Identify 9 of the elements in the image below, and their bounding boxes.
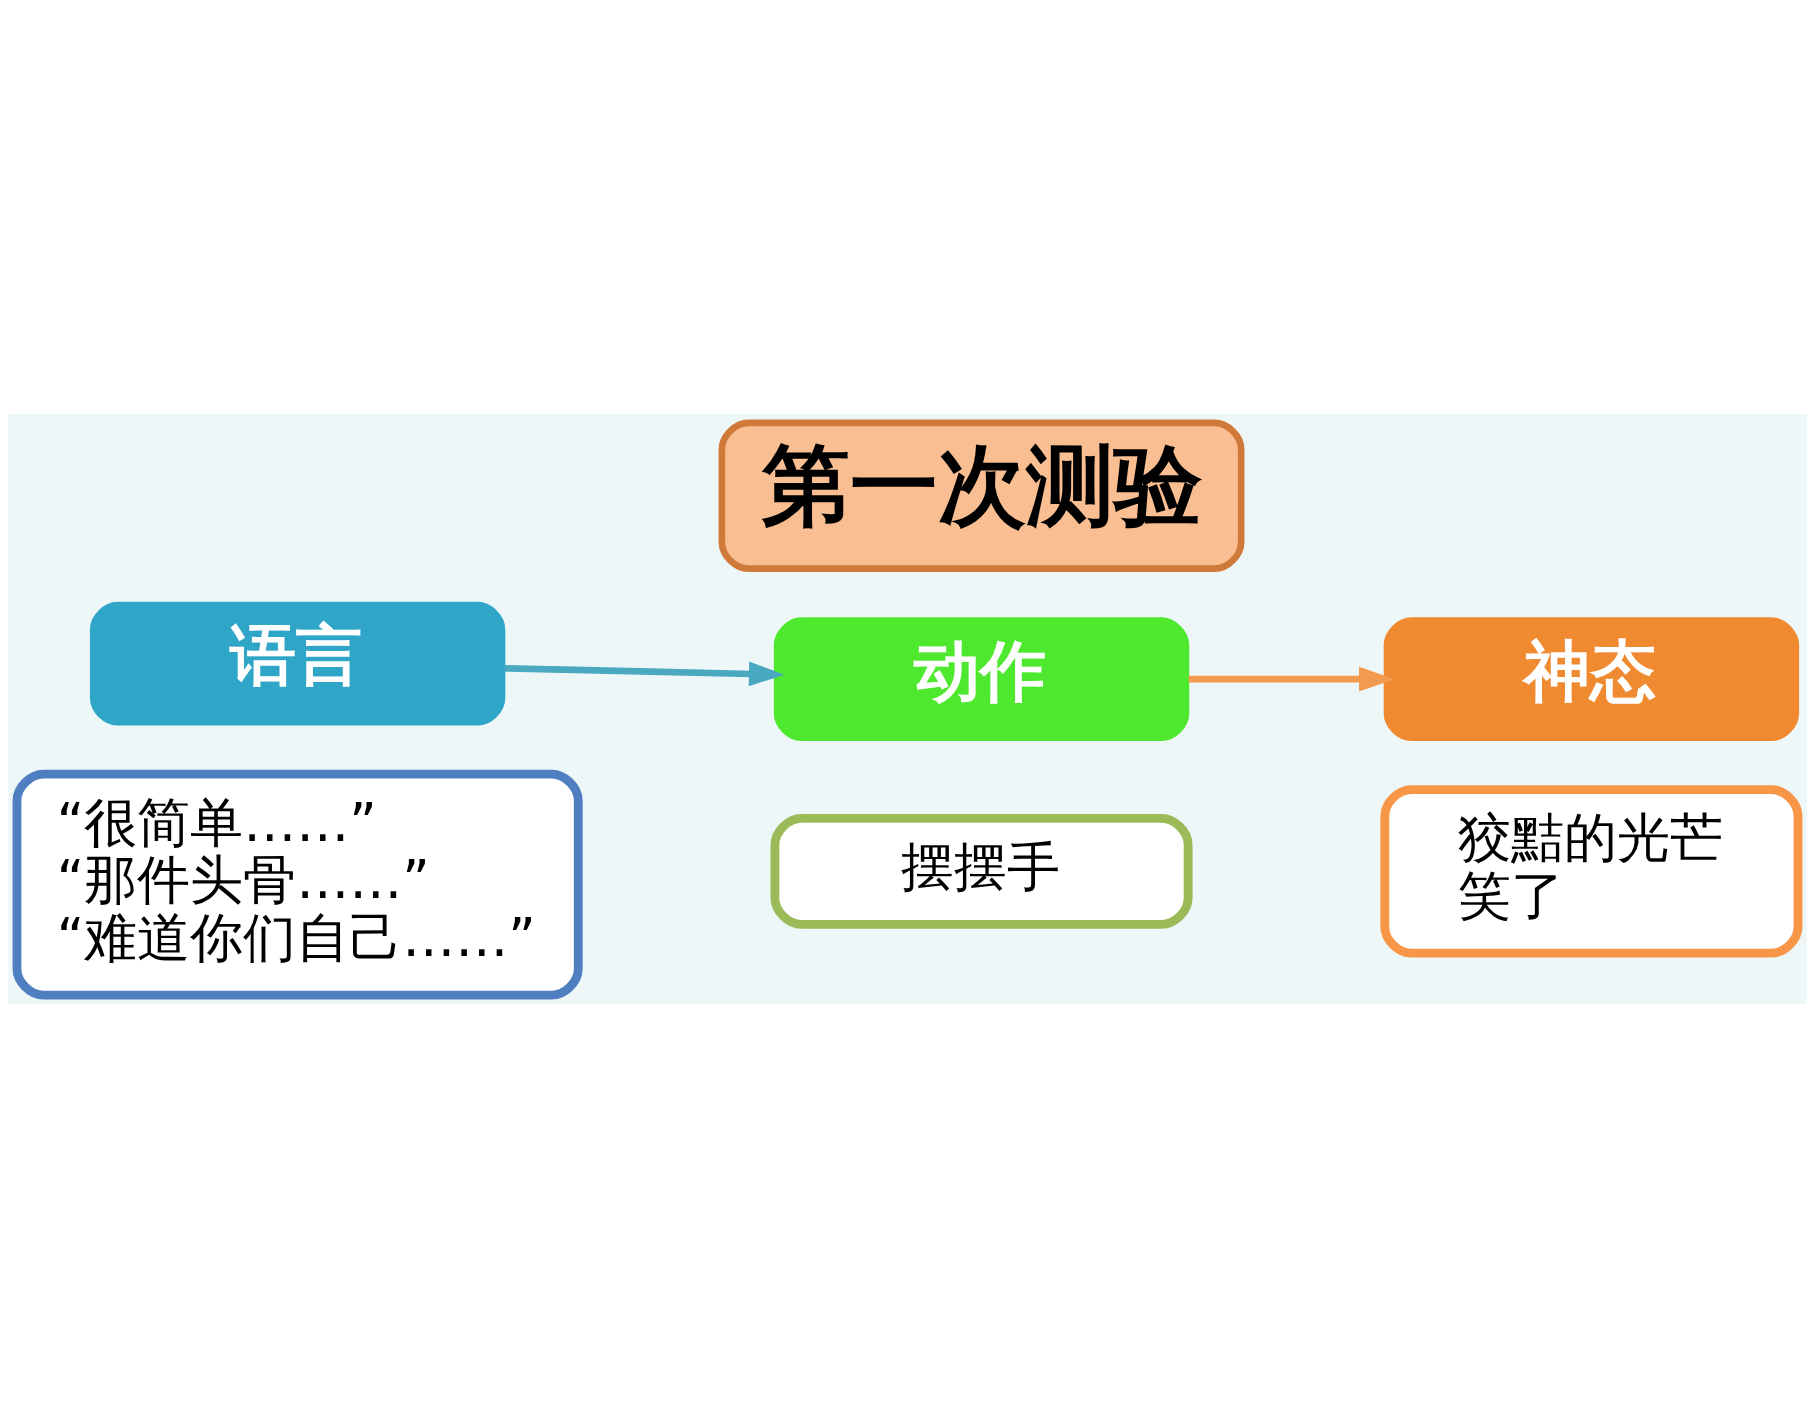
arrow	[1188, 666, 1395, 692]
node-box: 神态	[1383, 616, 1800, 741]
node-box: 动作	[773, 616, 1190, 741]
arrow	[504, 661, 785, 686]
node-box: 狡黠的光芒 笑了	[1380, 784, 1803, 958]
node-box: 第一次测验	[718, 419, 1245, 572]
node-box: 语言	[89, 601, 506, 726]
node-box: 摆摆手	[770, 813, 1193, 929]
node-box: “很简单……” “那件头骨……” “难道你们自己……”	[12, 769, 583, 1000]
